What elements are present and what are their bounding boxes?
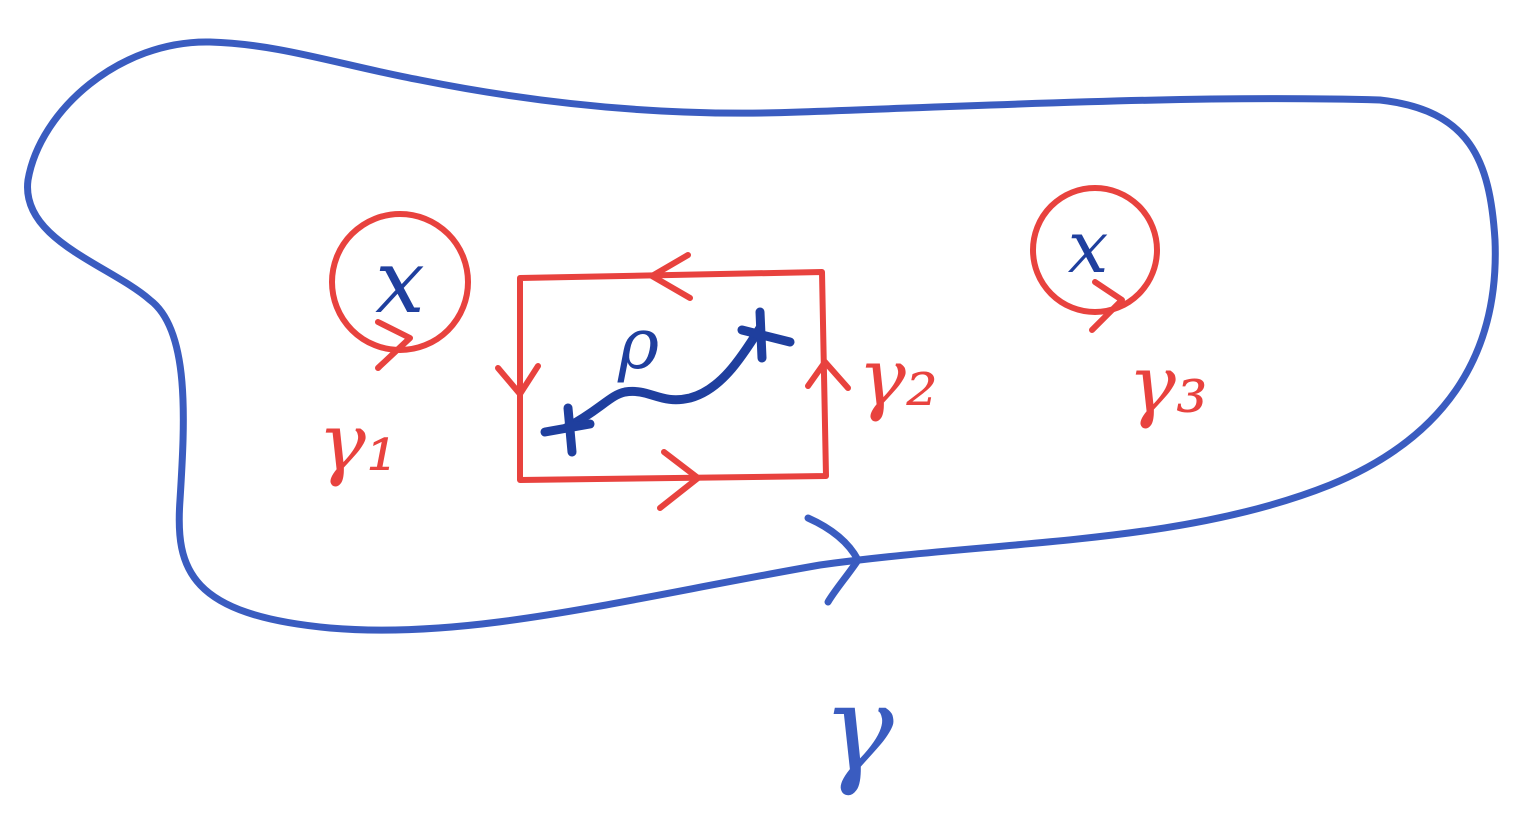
cross-path-end	[737, 307, 795, 363]
contour-gamma2-arrow-left	[495, 363, 541, 397]
path-rho	[561, 323, 765, 433]
contour-gamma2-rect	[517, 269, 829, 483]
contour-gamma3-arrow	[1089, 279, 1125, 333]
cross-path-start	[540, 403, 595, 457]
contour-gamma3-circle	[1030, 185, 1160, 315]
label-gamma2: γ₂	[858, 331, 938, 424]
label-gamma: γ	[822, 660, 894, 799]
pole-left-mark: x	[375, 230, 425, 333]
outer-contour-arrow	[804, 514, 862, 606]
label-gamma3: γ₃	[1128, 338, 1208, 431]
label-gamma1: γ₁	[318, 396, 398, 489]
pole-right-mark: x	[1068, 205, 1109, 289]
contour-gamma1-arrow	[375, 319, 413, 371]
contour-gamma2-arrow-top	[649, 252, 693, 301]
outer-contour-gamma	[24, 38, 1499, 634]
label-rho: ρ	[617, 303, 659, 385]
contour-gamma2-arrow-right	[805, 359, 851, 391]
contour-gamma2-arrow-bottom	[657, 449, 701, 511]
